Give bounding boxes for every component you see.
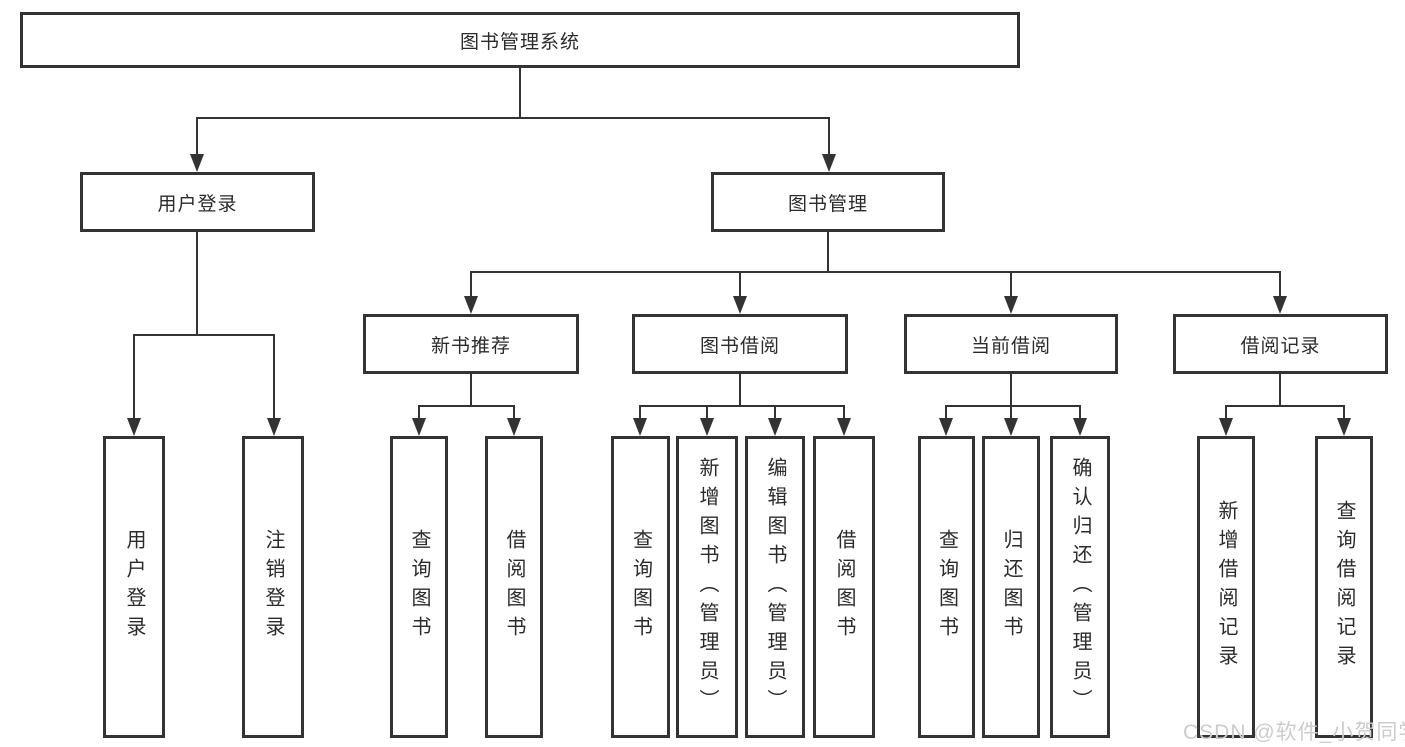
- connector-line: [739, 272, 741, 298]
- leaf-borrow-books-borrowing-label: 借阅图书: [833, 529, 855, 645]
- node-current-borrowing-label: 当前借阅: [970, 335, 1051, 357]
- node-new-book-recommend-label: 新书推荐: [430, 335, 511, 357]
- connector-line: [1010, 374, 1012, 407]
- node-borrowing-records-label: 借阅记录: [1240, 335, 1321, 357]
- node-root-label: 图书管理系统: [459, 31, 580, 53]
- connector-line: [133, 335, 135, 420]
- arrow-down-icon: [507, 418, 521, 436]
- node-root: 图书管理系统: [20, 12, 1020, 68]
- arrow-down-icon: [1004, 418, 1018, 436]
- node-current-borrowing: 当前借阅: [904, 314, 1118, 374]
- watermark: CSDN @软件_小贺同学: [1183, 721, 1405, 744]
- node-book-borrowing: 图书借阅: [632, 314, 848, 374]
- arrow-down-icon: [127, 418, 141, 436]
- arrow-down-icon: [1004, 296, 1018, 314]
- connector-line: [945, 405, 1081, 407]
- leaf-user-login: 用户登录: [103, 436, 165, 738]
- connector-line: [196, 117, 830, 119]
- arrow-down-icon: [1073, 418, 1087, 436]
- leaf-edit-books-admin-label: 编辑图书（管理员）: [764, 456, 786, 718]
- connector-line: [1343, 406, 1345, 420]
- connector-line: [843, 406, 845, 420]
- node-book-management-label: 图书管理: [787, 193, 868, 215]
- node-user-login-label: 用户登录: [157, 193, 238, 215]
- connector-line: [273, 335, 275, 420]
- leaf-return-books: 归还图书: [982, 436, 1040, 738]
- arrow-down-icon: [464, 296, 478, 314]
- node-borrowing-records: 借阅记录: [1173, 314, 1388, 374]
- node-book-borrowing-label: 图书借阅: [699, 335, 780, 357]
- leaf-confirm-return-admin-label: 确认归还（管理员）: [1069, 456, 1091, 718]
- arrow-down-icon: [633, 418, 647, 436]
- connector-line: [470, 271, 1281, 273]
- node-new-book-recommend: 新书推荐: [363, 314, 579, 374]
- leaf-query-books-recommend-label: 查询图书: [408, 529, 430, 645]
- leaf-confirm-return-admin: 确认归还（管理员）: [1050, 436, 1110, 738]
- arrow-down-icon: [700, 418, 714, 436]
- connector-line: [1079, 406, 1081, 420]
- arrow-down-icon: [412, 418, 426, 436]
- leaf-query-books-current: 查询图书: [918, 436, 975, 738]
- connector-line: [418, 406, 420, 420]
- leaf-user-login-label: 用户登录: [123, 529, 145, 645]
- connector-line: [706, 406, 708, 420]
- node-user-login: 用户登录: [80, 172, 315, 232]
- connector-line: [639, 406, 641, 420]
- arrow-down-icon: [939, 418, 953, 436]
- connector-line: [133, 334, 275, 336]
- leaf-edit-books-admin: 编辑图书（管理员）: [745, 436, 805, 738]
- connector-line: [945, 406, 947, 420]
- leaf-add-borrow-record: 新增借阅记录: [1197, 436, 1255, 738]
- arrow-down-icon: [1337, 418, 1351, 436]
- arrow-down-icon: [190, 154, 204, 172]
- connector-line: [1225, 405, 1345, 407]
- leaf-borrow-books-recommend-label: 借阅图书: [503, 529, 525, 645]
- connector-line: [639, 405, 845, 407]
- leaf-borrow-books-recommend: 借阅图书: [485, 436, 543, 738]
- leaf-query-borrow-record: 查询借阅记录: [1315, 436, 1373, 738]
- connector-line: [828, 118, 830, 156]
- leaf-query-borrow-record-label: 查询借阅记录: [1333, 500, 1355, 674]
- connector-line: [774, 406, 776, 420]
- leaf-query-books-borrowing-label: 查询图书: [629, 529, 652, 645]
- connector-line: [1010, 406, 1012, 420]
- connector-line: [470, 272, 472, 298]
- connector-line: [470, 374, 472, 407]
- connector-line: [196, 232, 198, 336]
- arrow-down-icon: [837, 418, 851, 436]
- leaf-add-books-admin: 新增图书（管理员）: [676, 436, 738, 738]
- connector-line: [519, 68, 521, 119]
- arrow-down-icon: [267, 418, 281, 436]
- leaf-add-borrow-record-label: 新增借阅记录: [1215, 500, 1237, 674]
- node-book-management: 图书管理: [711, 172, 945, 232]
- arrow-down-icon: [733, 296, 747, 314]
- arrow-down-icon: [822, 154, 836, 172]
- connector-line: [1225, 406, 1227, 420]
- leaf-logout: 注销登录: [242, 436, 304, 738]
- leaf-query-books-borrowing: 查询图书: [611, 436, 670, 738]
- connector-line: [418, 405, 515, 407]
- connector-line: [827, 232, 829, 273]
- connector-line: [1279, 374, 1281, 407]
- leaf-query-books-recommend: 查询图书: [390, 436, 448, 738]
- connector-line: [513, 406, 515, 420]
- connector-line: [1279, 272, 1281, 298]
- arrow-down-icon: [768, 418, 782, 436]
- leaf-borrow-books-borrowing: 借阅图书: [813, 436, 875, 738]
- leaf-logout-label: 注销登录: [262, 529, 284, 645]
- arrow-down-icon: [1273, 296, 1287, 314]
- leaf-add-books-admin-label: 新增图书（管理员）: [696, 456, 718, 718]
- connector-line: [196, 118, 198, 156]
- connector-line: [1010, 272, 1012, 298]
- arrow-down-icon: [1219, 418, 1233, 436]
- connector-line: [739, 374, 741, 407]
- leaf-return-books-label: 归还图书: [1000, 529, 1022, 645]
- leaf-query-books-current-label: 查询图书: [935, 529, 958, 645]
